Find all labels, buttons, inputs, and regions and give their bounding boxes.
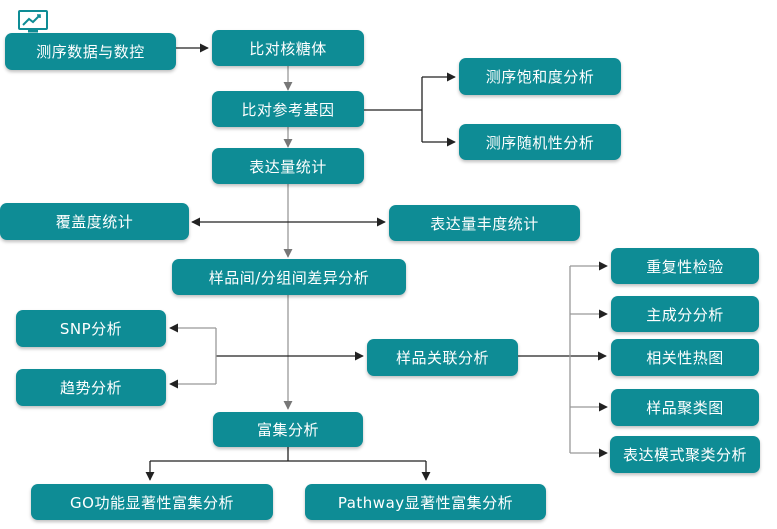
node-cluster[interactable]: 样品聚类图: [611, 389, 759, 426]
node-snp[interactable]: SNP分析: [16, 310, 166, 347]
node-randomness[interactable]: 测序随机性分析: [459, 124, 621, 160]
node-align-ref[interactable]: 比对参考基因: [212, 91, 364, 127]
node-heatmap[interactable]: 相关性热图: [611, 339, 759, 376]
node-seq-qc[interactable]: 测序数据与数控: [5, 33, 176, 70]
node-align-nucleus[interactable]: 比对核糖体: [212, 30, 364, 66]
node-abundance[interactable]: 表达量丰度统计: [389, 205, 580, 241]
node-repeat-test[interactable]: 重复性检验: [611, 248, 759, 284]
node-pathway-enrich[interactable]: Pathway显著性富集分析: [305, 484, 546, 520]
node-pca[interactable]: 主成分分析: [611, 296, 759, 332]
node-trend[interactable]: 趋势分析: [16, 369, 166, 406]
node-enrichment[interactable]: 富集分析: [213, 412, 363, 447]
node-pattern-cluster[interactable]: 表达模式聚类分析: [610, 436, 760, 473]
node-correlation[interactable]: 样品关联分析: [367, 339, 518, 376]
node-go-enrich[interactable]: GO功能显著性富集分析: [31, 484, 273, 520]
node-coverage[interactable]: 覆盖度统计: [0, 203, 189, 240]
node-saturation[interactable]: 测序饱和度分析: [459, 58, 621, 95]
node-diff-analysis[interactable]: 样品间/分组间差异分析: [172, 259, 406, 295]
node-expr-stats[interactable]: 表达量统计: [212, 148, 364, 184]
monitor-chart-icon: [18, 10, 48, 33]
